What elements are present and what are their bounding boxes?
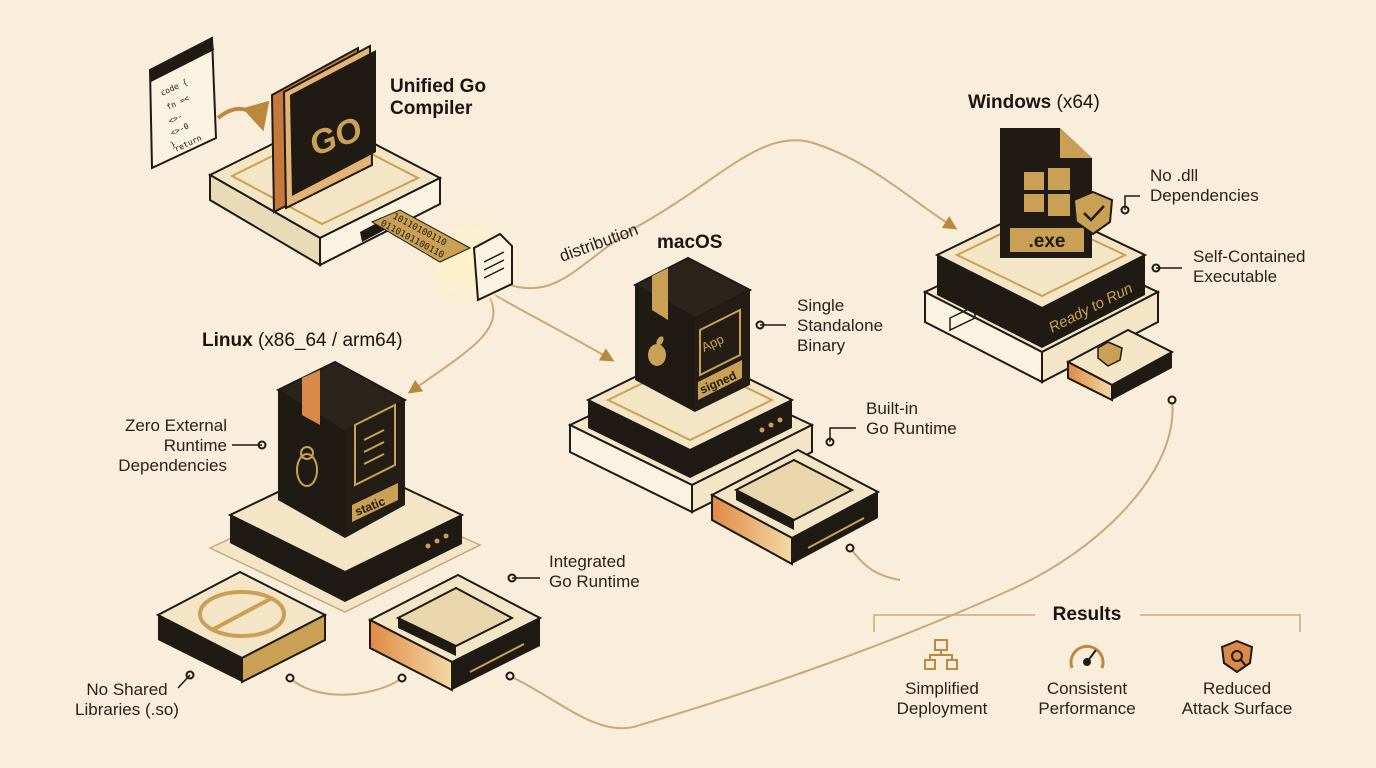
- results-panel: [873, 614, 1301, 632]
- results-feed-line: [509, 399, 1174, 730]
- go-compiler-book: GO: [270, 44, 376, 214]
- flow-to-macos: [494, 294, 615, 362]
- callout-self-contained: Self-Contained Executable: [1193, 247, 1306, 286]
- linux-runtime-connector: [289, 677, 403, 696]
- linux-title-arch: (x86_64 / arm64): [252, 330, 403, 351]
- shield-icon: [1220, 639, 1254, 674]
- macos-runtime-chip: [709, 448, 881, 566]
- macos-title: macOS: [657, 232, 723, 253]
- callout-no-dll: No .dll Dependencies: [1150, 166, 1259, 205]
- windows-logo-icon: [1024, 168, 1070, 216]
- callout-dot: [845, 543, 855, 553]
- linux-package-box: static: [275, 360, 408, 538]
- linux-title: Linux (x86_64 / arm64): [202, 330, 403, 352]
- linux-title-name: Linux: [202, 330, 253, 351]
- shield-small-icon: [1097, 341, 1123, 367]
- results-heading: Results: [1052, 604, 1122, 625]
- gauge-icon: [1069, 645, 1105, 669]
- compiler-title-line1: Unified Go: [390, 76, 487, 97]
- callout-leaders: [177, 195, 1182, 689]
- no-shared-libs-tile: [155, 570, 328, 684]
- windows-exe-file: .exe: [1000, 128, 1114, 258]
- flow-to-windows: [509, 139, 958, 290]
- windows-title-arch: (x64): [1051, 92, 1100, 113]
- macos-runtime-connector: [849, 547, 901, 581]
- compiler-title-line2: Compiler: [390, 98, 473, 119]
- macos-app-box: App signed: [632, 256, 753, 412]
- code-line: }: [169, 140, 177, 150]
- source-code-sheet: code { fn =< <>- <>-0 } return: [148, 36, 218, 170]
- linux-tux-icon: [296, 446, 318, 487]
- no-entry-icon: [198, 590, 286, 638]
- callout-dot: [1167, 395, 1177, 405]
- windows-title-name: Windows: [968, 92, 1052, 113]
- callout-builtin-runtime: Built-in Go Runtime: [866, 399, 957, 438]
- callout-integrated-runtime: Integrated Go Runtime: [549, 552, 640, 591]
- callout-single-binary: Single Standalone Binary: [797, 296, 884, 355]
- binary-file-icon: [472, 232, 513, 302]
- callout-dot: [505, 671, 515, 681]
- windows-title: Windows (x64): [968, 92, 1100, 114]
- input-arrow-icon: [216, 100, 270, 132]
- result-simplified-deployment: Simplified Deployment: [896, 679, 988, 718]
- apple-logo-icon: [648, 336, 666, 366]
- shield-check-icon: [1072, 190, 1114, 236]
- compiler-title: Unified Go Compiler: [390, 76, 486, 120]
- exe-label: .exe: [1029, 231, 1066, 252]
- callout-dot: [397, 673, 407, 683]
- distribution-label: distribution: [557, 220, 641, 266]
- result-reduced-attack-surface: Reduced Attack Surface: [1181, 679, 1293, 718]
- callout-no-shared-libs: No Shared Libraries (.so): [75, 680, 179, 719]
- windows-security-tile: [1065, 328, 1175, 402]
- callout-dot: [285, 673, 295, 683]
- callout-zero-deps: Zero External Runtime Dependencies: [118, 416, 227, 475]
- result-consistent-performance: Consistent Performance: [1038, 679, 1136, 718]
- linux-runtime-chip: [367, 573, 543, 692]
- hierarchy-icon: [924, 639, 958, 670]
